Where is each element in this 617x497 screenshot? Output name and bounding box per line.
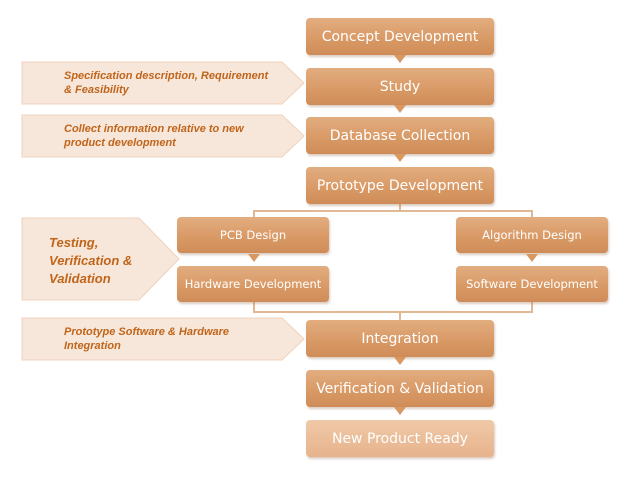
step-prototype-development: Prototype Development xyxy=(306,167,494,204)
connector-left-top xyxy=(253,210,255,218)
callout-testing: Testing, Verification & Validation xyxy=(21,217,181,301)
step-study: Study xyxy=(306,68,494,105)
arrow-down-icon xyxy=(394,154,406,162)
callout-study-text: Specification description, Requirement &… xyxy=(64,70,269,96)
callout-arrow-shape xyxy=(21,217,180,301)
callout-integration-text: Prototype Software & Hardware Integratio… xyxy=(64,326,230,352)
step-algorithm-design: Algorithm Design xyxy=(456,217,608,253)
arrow-down-icon xyxy=(394,55,406,63)
arrow-down-icon xyxy=(394,105,406,113)
callout-arrow-shape xyxy=(21,317,305,361)
arrow-down-icon xyxy=(526,254,538,262)
step-label: PCB Design xyxy=(219,228,287,242)
arrow-down-icon xyxy=(248,254,260,262)
connector-prototype-down xyxy=(399,203,401,212)
step-label: Integration xyxy=(361,330,439,347)
connector-right-bottom xyxy=(531,302,533,312)
step-label: Concept Development xyxy=(321,28,479,45)
step-label: New Product Ready xyxy=(331,430,469,447)
arrow-down-icon xyxy=(394,357,406,365)
step-label: Verification & Validation xyxy=(316,380,484,397)
step-label: Prototype Development xyxy=(316,177,484,194)
step-pcb-design: PCB Design xyxy=(177,217,329,253)
callout-database-text: Collect information relative to new prod… xyxy=(64,123,244,149)
callout-testing-text: Testing, Verification & Validation xyxy=(49,235,133,286)
connector-right-top xyxy=(531,210,533,218)
step-label: Hardware Development xyxy=(184,277,322,291)
callout-database: Collect information relative to new prod… xyxy=(21,114,305,158)
step-label: Database Collection xyxy=(329,127,471,144)
step-database-collection: Database Collection xyxy=(306,117,494,154)
step-label: Study xyxy=(379,78,421,95)
step-hardware-development: Hardware Development xyxy=(177,266,329,302)
connector-top-horizontal xyxy=(253,210,533,212)
step-integration: Integration xyxy=(306,320,494,357)
callout-arrow-shape xyxy=(21,61,305,105)
step-new-product-ready: New Product Ready xyxy=(306,420,494,457)
connector-integration-up xyxy=(399,311,401,321)
callout-study: Specification description, Requirement &… xyxy=(21,61,305,105)
connector-bottom-horizontal xyxy=(253,311,533,313)
connector-left-bottom xyxy=(253,302,255,312)
step-software-development: Software Development xyxy=(456,266,608,302)
step-concept-development: Concept Development xyxy=(306,18,494,55)
step-label: Software Development xyxy=(466,277,598,291)
callout-integration: Prototype Software & Hardware Integratio… xyxy=(21,317,305,361)
callout-arrow-shape xyxy=(21,114,305,158)
arrow-down-icon xyxy=(394,407,406,415)
step-label: Algorithm Design xyxy=(482,228,582,242)
step-verification-validation: Verification & Validation xyxy=(306,370,494,407)
